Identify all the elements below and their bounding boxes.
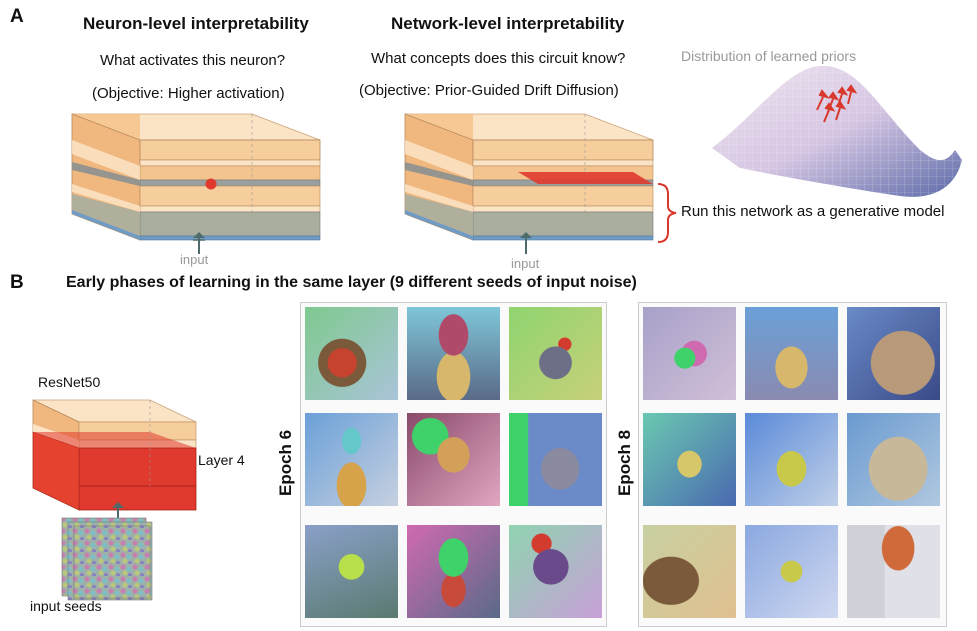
neuron-level-objective: (Objective: Higher activation) — [92, 85, 285, 102]
epoch8-sample-3 — [847, 307, 940, 400]
epoch6-sample-7 — [305, 525, 398, 618]
epoch-6-grid — [300, 302, 607, 627]
prior-distribution-label: Distribution of learned priors — [681, 48, 857, 64]
epoch6-sample-8 — [407, 525, 500, 618]
input-seeds-label: input seeds — [30, 598, 102, 614]
panel-b-letter: B — [10, 272, 24, 293]
epoch6-sample-5 — [407, 413, 500, 506]
generative-brace — [657, 183, 677, 243]
left-input-label: input — [180, 252, 209, 267]
activated-circuit-layer — [518, 172, 653, 184]
epoch8-sample-9 — [847, 525, 940, 618]
layer-4-label: Layer 4 — [198, 452, 245, 468]
network-level-question: What concepts does this circuit know? — [371, 50, 626, 67]
epoch8-sample-6 — [847, 413, 940, 506]
epoch6-sample-4 — [305, 413, 398, 506]
epoch6-sample-6 — [509, 413, 602, 506]
generative-model-label: Run this network as a generative model — [681, 203, 945, 220]
epoch8-sample-7 — [643, 525, 736, 618]
network-level-title: Network-level interpretability — [391, 14, 625, 33]
neuron-level-title: Neuron-level interpretability — [83, 14, 309, 33]
epoch8-sample-5 — [745, 413, 838, 506]
resnet-label: ResNet50 — [38, 374, 101, 390]
epoch-8-grid — [638, 302, 947, 627]
epoch6-sample-3 — [509, 307, 602, 400]
right-input-label: input — [511, 256, 540, 271]
epoch8-sample-2 — [745, 307, 838, 400]
panel-b-title: Early phases of learning in the same lay… — [66, 274, 637, 291]
epoch6-sample-2 — [407, 307, 500, 400]
panel-a-letter: A — [10, 6, 24, 27]
activated-neuron-dot — [205, 178, 217, 190]
epoch-6-label: Epoch 6 — [276, 429, 295, 496]
epoch8-sample-8 — [745, 525, 838, 618]
epoch-8-label: Epoch 8 — [615, 429, 634, 496]
epoch6-sample-1 — [305, 307, 398, 400]
prior-surface — [712, 65, 962, 197]
epoch8-sample-4 — [643, 413, 736, 506]
epoch6-sample-9 — [509, 525, 602, 618]
network-level-objective: (Objective: Prior-Guided Drift Diffusion… — [359, 82, 619, 99]
epoch8-sample-1 — [643, 307, 736, 400]
neuron-level-question: What activates this neuron? — [100, 52, 286, 69]
